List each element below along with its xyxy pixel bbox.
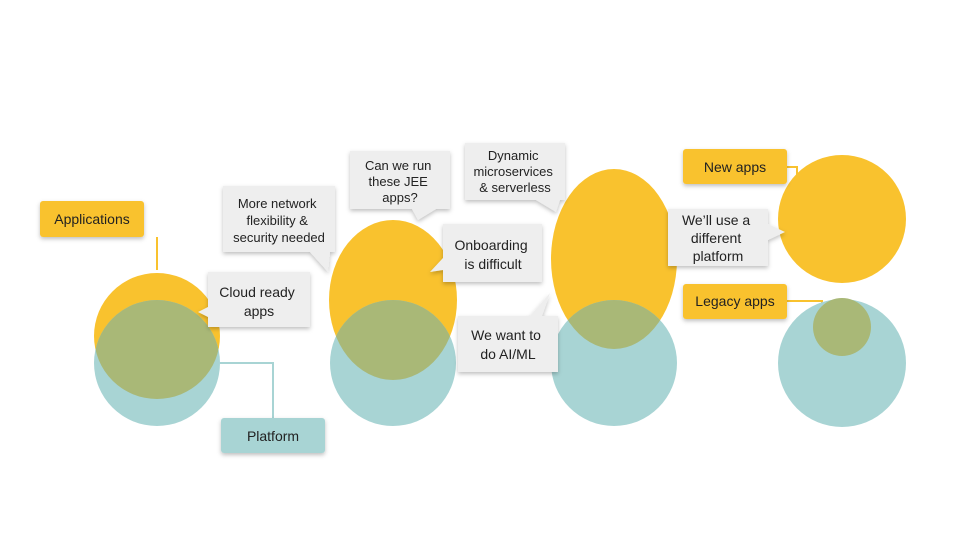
applications-ellipse <box>551 169 677 349</box>
callout-onboarding-text: Onboarding is difficult <box>454 237 531 272</box>
venn-group-jee <box>329 220 457 426</box>
venn-group-microservices <box>551 169 677 426</box>
tag-new-apps-label: New apps <box>704 159 766 175</box>
platform-connector <box>220 362 274 418</box>
tag-applications: Applications <box>40 201 144 237</box>
callout-aiml: We want to do AI/ML <box>458 293 558 372</box>
tag-new-apps: New apps <box>683 149 787 184</box>
tag-platform: Platform <box>221 418 325 453</box>
callout-microservices: Dynamic microservices & serverless <box>465 143 565 212</box>
new-apps-connector <box>787 166 798 175</box>
callout-different-platform: We’ll use a different platform <box>668 209 785 266</box>
tag-platform-label: Platform <box>247 428 299 444</box>
new-apps-circle <box>778 155 906 283</box>
callout-different-platform-text: We’ll use a different platform <box>682 212 754 264</box>
venn-group-new-legacy <box>778 155 906 427</box>
callout-network: More network flexibility & security need… <box>223 186 335 272</box>
callout-cloud-ready-text: Cloud ready apps <box>219 284 298 319</box>
legacy-apps-circle <box>813 298 871 356</box>
tag-legacy-apps-label: Legacy apps <box>695 293 774 309</box>
callout-jee: Can we run these JEE apps? <box>350 151 450 220</box>
callout-microservices-text: Dynamic microservices & serverless <box>473 148 556 195</box>
callout-aiml-text: We want to do AI/ML <box>471 327 545 362</box>
tag-applications-label: Applications <box>54 211 130 227</box>
callout-network-text: More network flexibility & security need… <box>233 196 325 245</box>
callout-cloud-ready: Cloud ready apps <box>198 272 310 327</box>
venn-group-cloud-ready <box>94 273 220 426</box>
legacy-platform-circle <box>778 299 906 427</box>
overlap-region <box>330 300 456 380</box>
callout-onboarding: Onboarding is difficult <box>430 224 542 282</box>
callout-jee-text: Can we run these JEE apps? <box>365 158 435 205</box>
tag-legacy-apps: Legacy apps <box>683 284 787 319</box>
